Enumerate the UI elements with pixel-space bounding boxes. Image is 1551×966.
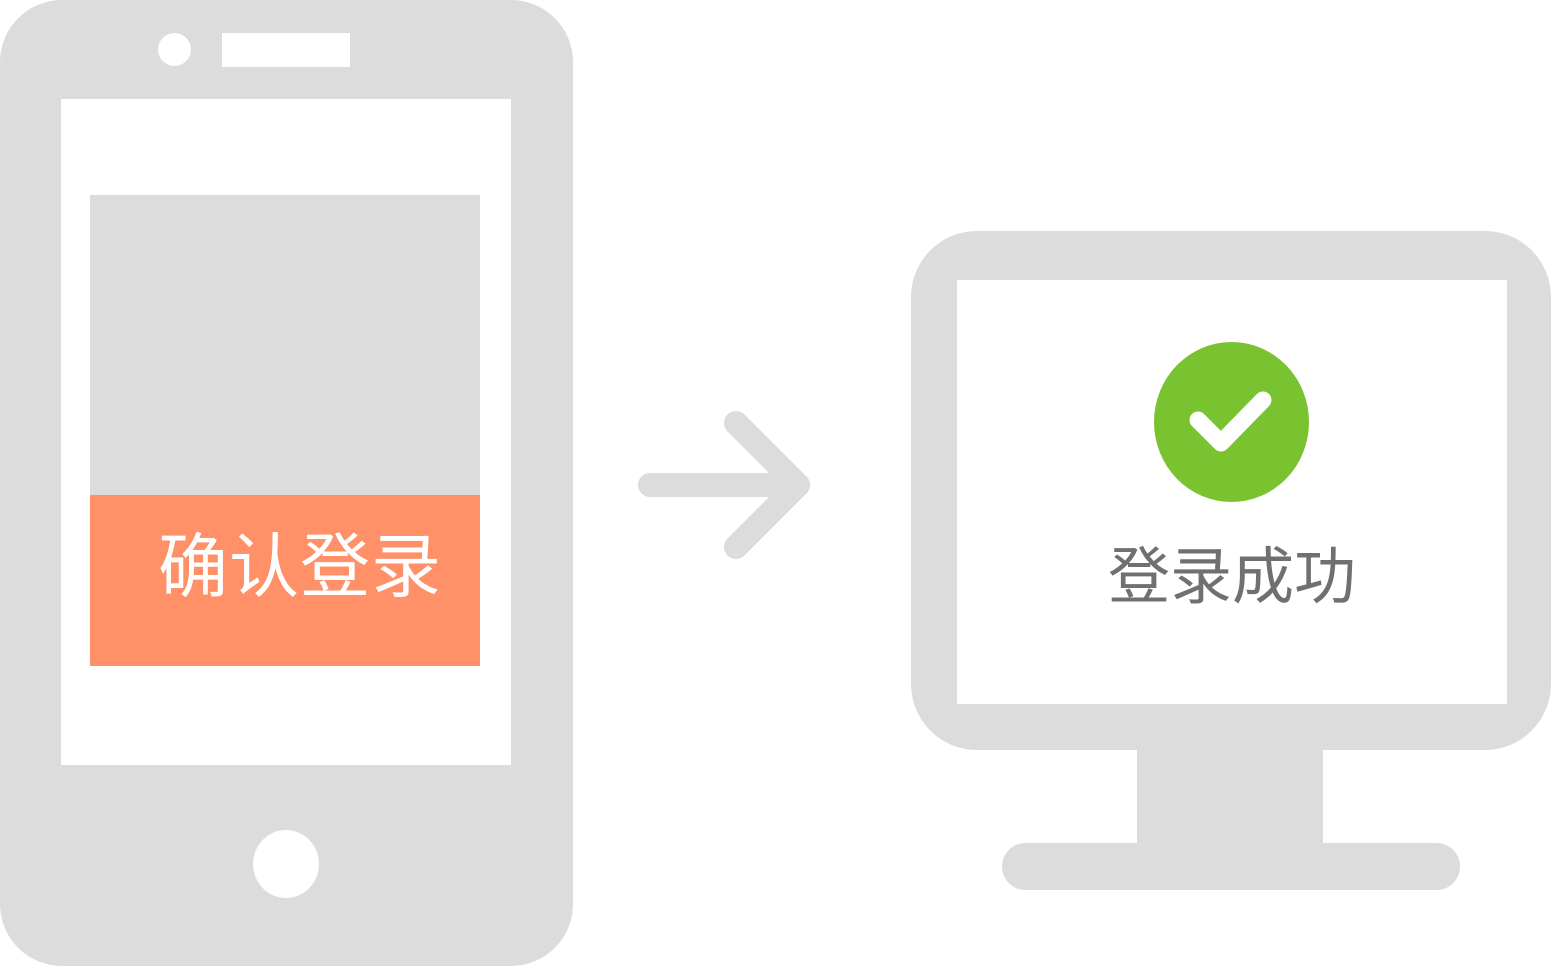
confirm-login-label: 确认登录 <box>158 528 442 606</box>
monitor-stand-base <box>1002 843 1460 890</box>
phone-speaker <box>222 33 350 67</box>
confirm-login-button[interactable]: 确认登录 <box>90 495 480 666</box>
phone-camera <box>158 33 191 66</box>
monitor-stand-neck <box>1137 745 1323 850</box>
check-circle-icon <box>1154 342 1309 502</box>
phone-home-button <box>253 830 319 898</box>
qr-code-placeholder <box>90 195 480 495</box>
login-success-text: 登录成功 <box>1107 540 1356 613</box>
arrow-right-icon <box>638 411 810 559</box>
